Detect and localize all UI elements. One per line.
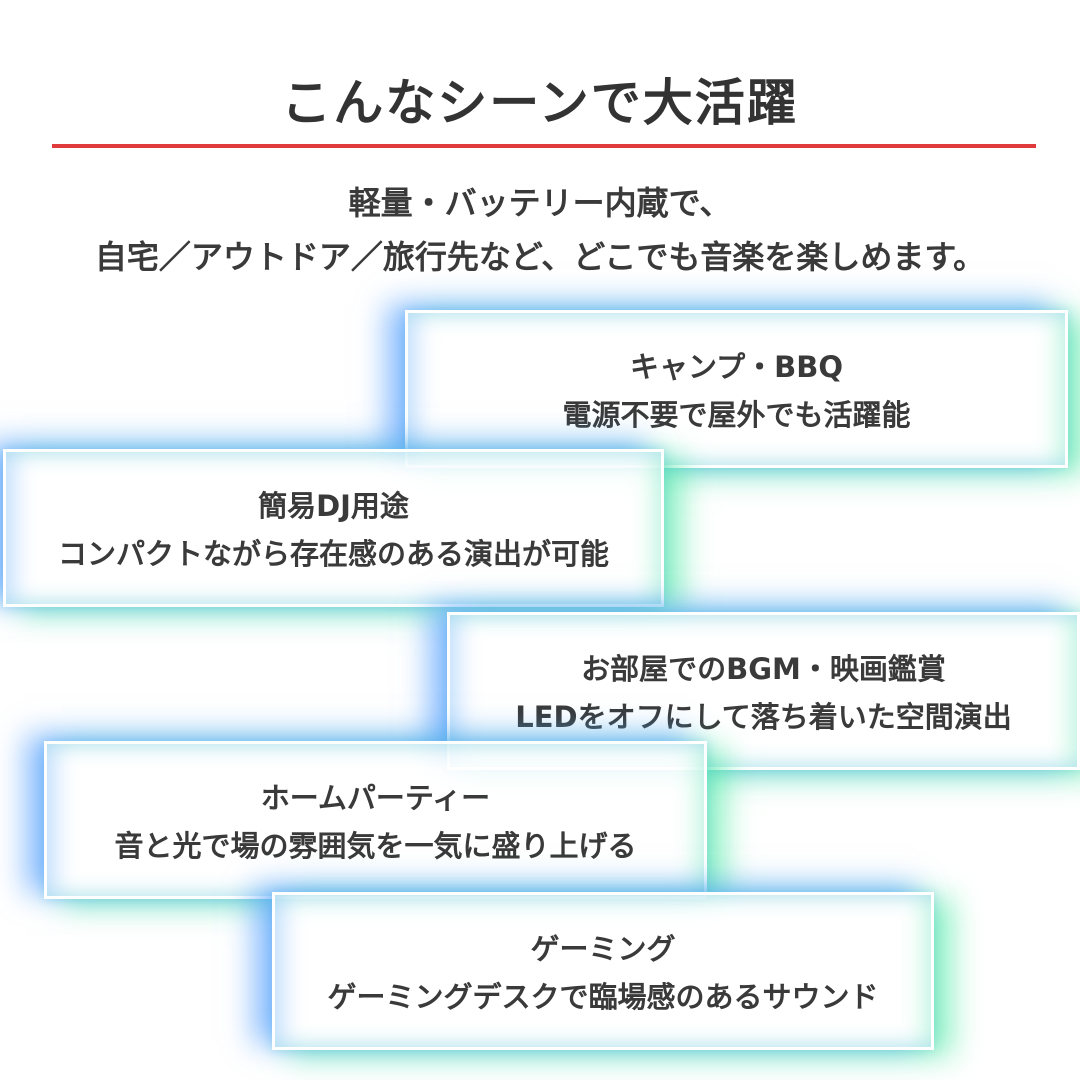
scene-card-dj: 簡易DJ用途 コンパクトながら存在感のある演出が可能 [3,449,664,607]
scene-card-gaming: ゲーミング ゲーミングデスクで臨場感のあるサウンド [272,892,934,1050]
scene-card-camping: キャンプ・BBQ 電源不要で屋外でも活躍能 [405,310,1068,468]
scene-card-description: 音と光で場の雰囲気を一気に盛り上げる [114,829,637,863]
scene-card-title: ゲーミング [530,932,676,966]
scene-card-title: ホームパーティー [260,781,491,815]
page-title: こんなシーンで大活躍 [281,74,799,132]
scene-card-title: お部屋でのBGM・映画鑑賞 [581,652,946,686]
scene-card-description: ゲーミングデスクで臨場感のあるサウンド [327,980,879,1014]
title-underline [52,144,1036,148]
scene-card-home-party: ホームパーティー 音と光で場の雰囲気を一気に盛り上げる [44,741,707,899]
scene-card-description: 電源不要で屋外でも活躍能 [562,398,911,432]
scene-card-description: コンパクトながら存在感のある演出が可能 [57,537,609,571]
subtitle-line-1: 軽量・バッテリー内蔵で、 [348,184,732,222]
scene-card-title: 簡易DJ用途 [258,489,409,523]
scene-card-title: キャンプ・BBQ [630,350,843,384]
subtitle-line-2: 自宅／アウトドア／旅行先など、どこでも音楽を楽しめます。 [94,238,986,276]
scene-card-description: LEDをオフにして落ち着いた空間演出 [515,700,1012,734]
